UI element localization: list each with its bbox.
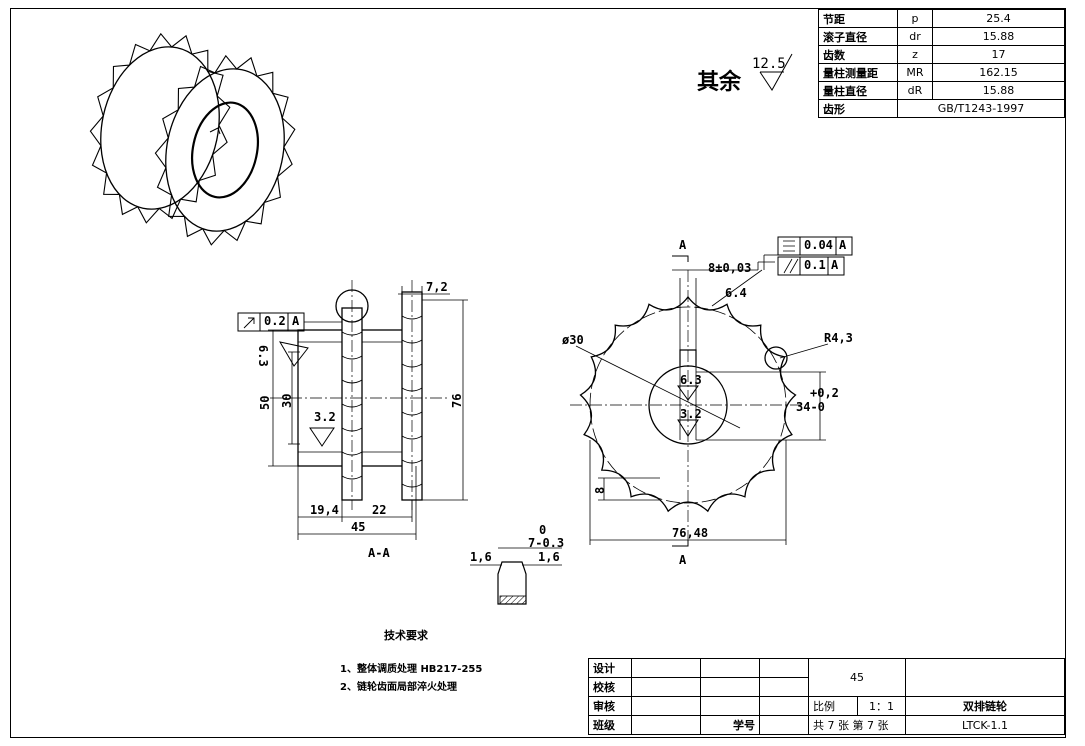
symmetry-datum: A xyxy=(839,238,847,252)
bore-roughness-6-3: 6.3 xyxy=(680,373,702,387)
param-name: 量柱直径 xyxy=(818,81,898,100)
dim-r4-3: R4,3 xyxy=(824,331,853,345)
dim-34-upper: +0,2 xyxy=(810,386,839,400)
iso-tooth-ring xyxy=(89,32,231,224)
iso-tooth-ring xyxy=(154,54,296,246)
tooth-tol-main: 7-0.3 xyxy=(528,536,565,550)
section-roughness-3-2: 3.2 xyxy=(314,410,336,424)
dim-22: 22 xyxy=(372,503,387,517)
dim-50: 50 xyxy=(258,395,272,410)
section-mark-top: A xyxy=(679,238,687,252)
tb-scale: 1：1 xyxy=(857,696,906,716)
symmetry-tolerance: 0.04 xyxy=(804,238,833,252)
param-value: GB/T1243-1997 xyxy=(897,99,1065,118)
param-row: 齿形 GB/T1243-1997 xyxy=(818,99,1065,118)
section-mark-bottom: A xyxy=(679,553,687,567)
tb-design: 设计 xyxy=(588,658,632,678)
param-row: 量柱直径 dR 15.88 xyxy=(818,81,1065,100)
tb-scale-label: 比例 xyxy=(808,696,858,716)
dim-6-4: 6.4 xyxy=(725,286,747,300)
title-block: 设计 45 校核 审核 比例 1：1 双排链轮 班级 学号 共 7 张 第 7 … xyxy=(588,658,1065,735)
tb-material: 45 xyxy=(808,658,906,697)
dim-76: 76 xyxy=(450,393,464,408)
dim-30: 30 xyxy=(280,393,294,408)
tooth-tol-upper: 0 xyxy=(539,523,547,537)
dim-34: 34-0 xyxy=(796,400,825,414)
runout-datum: A xyxy=(292,314,300,328)
dim-19-4: 19,4 xyxy=(310,503,339,517)
parallel-tolerance: 0.1 xyxy=(804,258,826,272)
bore-roughness-3-2: 3.2 xyxy=(680,407,702,421)
param-name: 齿形 xyxy=(818,99,898,118)
tooth-mark xyxy=(401,315,423,320)
tooth-dim-right: 1,6 xyxy=(538,550,560,564)
param-value: 17 xyxy=(932,45,1065,64)
param-row: 齿数 z 17 xyxy=(818,45,1065,64)
dim-8-vertical: 8 xyxy=(593,486,607,494)
tooth-dim-left: 1,6 xyxy=(470,550,492,564)
roughness-symbol xyxy=(759,53,793,91)
front-view xyxy=(570,236,853,547)
dim-7-2: 7,2 xyxy=(426,280,448,294)
tech-req-title: 技术要求 xyxy=(384,629,428,642)
drawing-frame xyxy=(10,8,1066,738)
tb-drawing-no: LTCK-1.1 xyxy=(905,715,1065,735)
runout-tolerance: 0.2 xyxy=(264,314,286,328)
tooth-mark xyxy=(341,475,363,480)
dim-d30: ø30 xyxy=(562,333,584,347)
param-name: 量柱测量距 xyxy=(818,63,898,82)
tooth-mark xyxy=(401,435,423,440)
roughness-rest-label: 其余 xyxy=(697,70,742,95)
tooth-mark xyxy=(341,355,363,360)
section-view xyxy=(237,280,468,540)
tb-class: 班级 xyxy=(588,715,632,735)
tooth-detail xyxy=(470,547,562,605)
tb-check: 校核 xyxy=(588,677,632,697)
tb-sheets: 共 7 张 第 7 张 xyxy=(808,715,906,735)
tech-req-item-2: 2、链轮齿面局部淬火处理 xyxy=(340,682,457,693)
roughness-value: 12.5 xyxy=(752,56,786,72)
param-symbol: dR xyxy=(897,81,933,100)
dim-45: 45 xyxy=(351,520,366,534)
dim-8-pm: 8±0,03 xyxy=(708,261,752,275)
tech-req-item-1: 1、整体调质处理 HB217-255 xyxy=(340,664,483,675)
tb-part-name: 双排链轮 xyxy=(905,696,1065,716)
parallel-datum: A xyxy=(831,258,839,272)
tb-student-no: 学号 xyxy=(700,715,760,735)
isometric-sprocket xyxy=(89,32,296,246)
dim-6-3: 6.3 xyxy=(256,345,270,367)
section-caption: A-A xyxy=(368,546,390,560)
dim-76-48: 76,48 xyxy=(672,526,709,540)
tb-review: 审核 xyxy=(588,696,632,716)
